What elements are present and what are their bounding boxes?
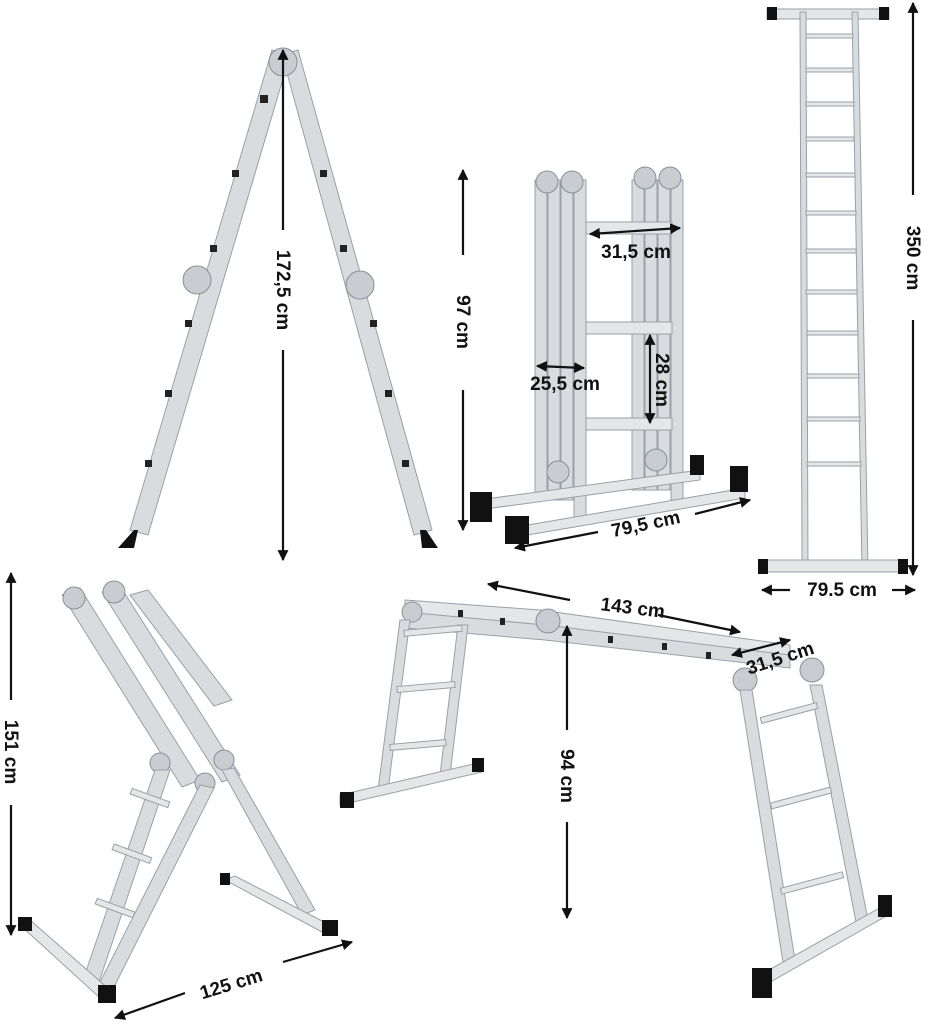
- label-scaffold-platform-length: 143 cm: [599, 594, 666, 623]
- dimension-folded-rung-width: 31,5 cm: [588, 223, 682, 263]
- label-straight-stabilizer-width: 79.5 cm: [807, 580, 877, 601]
- label-staircase-height: 151 cm: [0, 720, 21, 784]
- dimension-staircase-base-length: 125 cm: [113, 939, 354, 1020]
- scaffold-ladder: [339, 599, 892, 998]
- a-frame-ladder: [118, 47, 438, 548]
- dimension-scaffold-platform-height: 94 cm: [556, 624, 577, 920]
- label-folded-rung-spacing: 28 cm: [651, 353, 672, 407]
- dimension-staircase-height: 151 cm: [0, 571, 21, 937]
- staircase-ladder: [18, 580, 338, 1003]
- label-folded-height: 97 cm: [452, 295, 473, 349]
- label-scaffold-platform-height: 94 cm: [556, 749, 577, 803]
- dimension-straight-stabilizer-width: 79.5 cm: [760, 580, 917, 601]
- label-staircase-base-length: 125 cm: [198, 965, 266, 1004]
- label-straight-length: 350 cm: [902, 226, 923, 290]
- label-folded-depth: 25,5 cm: [530, 374, 600, 395]
- label-a-frame-height: 172,5 cm: [272, 250, 293, 330]
- label-folded-rung-width: 31,5 cm: [601, 242, 671, 263]
- dimension-straight-length: 350 cm: [902, 1, 923, 577]
- dimension-folded-height: 97 cm: [452, 168, 473, 532]
- straight-ladder: [758, 7, 908, 574]
- dimension-folded-rung-spacing: 28 cm: [644, 333, 672, 425]
- folded-ladder: [470, 166, 748, 544]
- dimension-folded-depth: 25,5 cm: [530, 360, 600, 395]
- dimension-a-frame-height: 172,5 cm: [272, 48, 293, 562]
